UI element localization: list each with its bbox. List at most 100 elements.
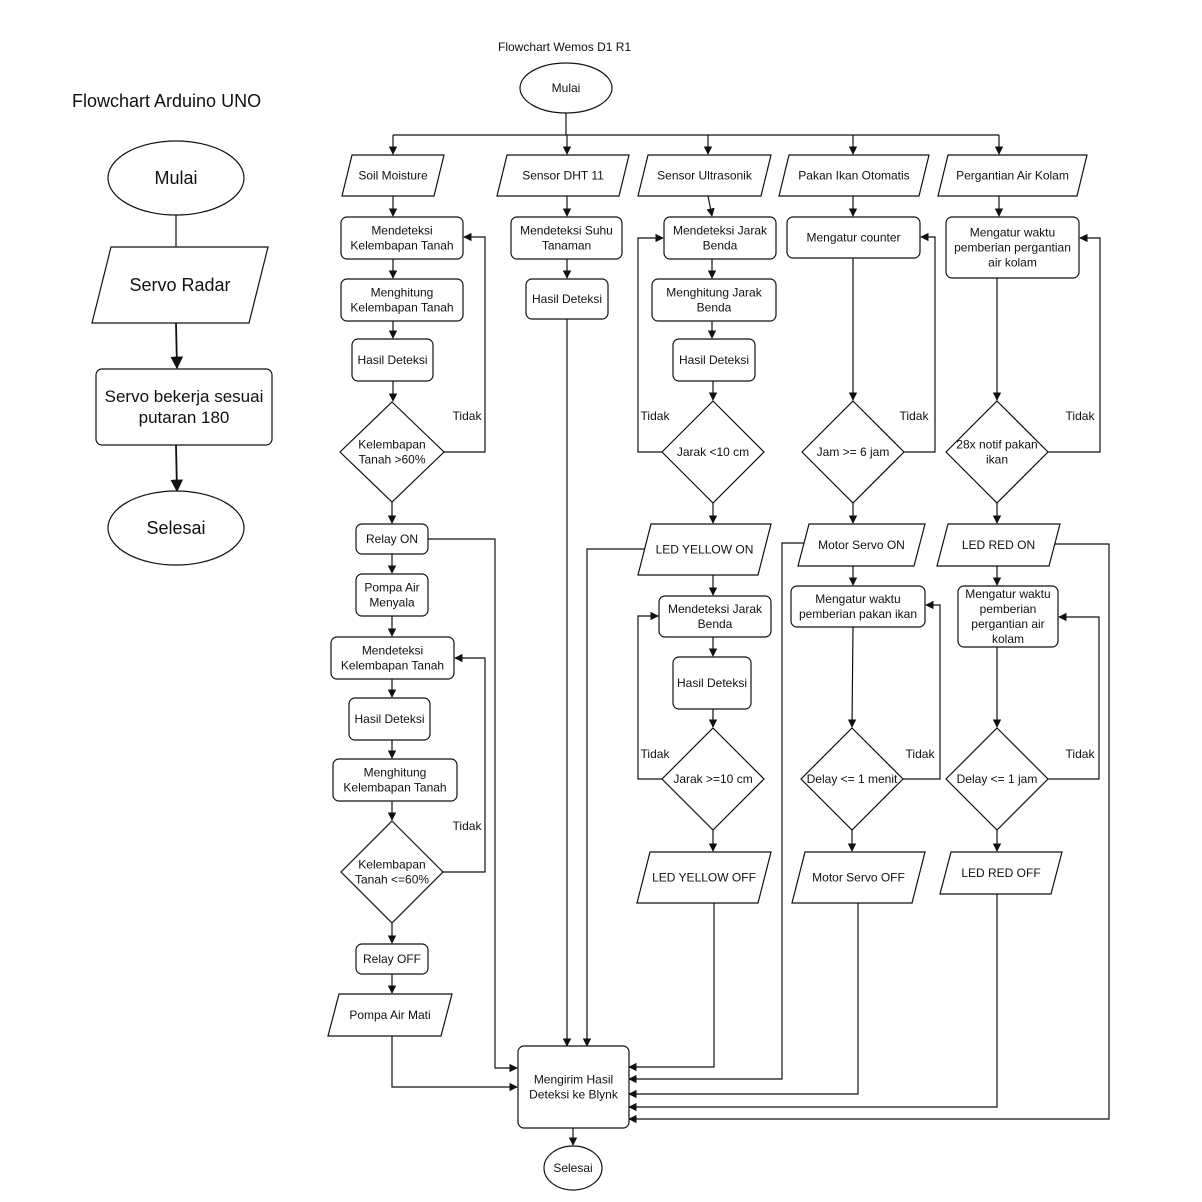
soil-detect-2-label: Kelembapan Tanah <box>341 659 444 673</box>
ultra-decision-1-label: Jarak <10 cm <box>677 445 749 459</box>
feeder-servo-off: Motor Servo OFF <box>791 851 926 904</box>
soil-decision-2-label: Tanah <=60% <box>355 873 429 887</box>
soil-moisture-input: Soil Moisture <box>341 154 445 197</box>
soil-moisture-input-label: Soil Moisture <box>358 169 428 183</box>
uno-servo-radar-io: Servo Radar <box>91 246 269 324</box>
water-decision-2: Delay <= 1 jam <box>945 727 1049 831</box>
soil-result-1-label: Hasil Deteksi <box>357 353 427 367</box>
feeder-counter-label: Mengatur counter <box>806 231 900 245</box>
connector-line <box>428 538 518 1073</box>
ultra-led-yellow-on: LED YELLOW ON <box>637 523 772 576</box>
uno-start-terminal: Mulai <box>107 140 245 216</box>
soil-no-label-1: Tidak <box>453 409 483 423</box>
connector-line <box>628 543 1110 1124</box>
uno-servo-work-process-label: putaran 180 <box>139 408 230 427</box>
soil-decision-1-label: Kelembapan <box>358 438 425 452</box>
connector-line <box>637 233 664 453</box>
connector-line <box>904 232 936 453</box>
ultra-led-yellow-off: LED YELLOW OFF <box>636 851 772 904</box>
dht-result: Hasil Deteksi <box>525 278 609 320</box>
connector-line <box>628 542 809 1084</box>
water-no-label-1: Tidak <box>1066 409 1096 423</box>
feeder-set-time-label: Mengatur waktu <box>815 592 900 606</box>
water-no-label-2: Tidak <box>1066 747 1096 761</box>
uno-start-terminal-label: Mulai <box>154 168 197 188</box>
connector-line <box>391 1036 518 1092</box>
ultra-detect-1-label: Mendeteksi Jarak <box>673 224 768 238</box>
feeder-counter: Mengatur counter <box>786 216 921 259</box>
feeder-servo-off-label: Motor Servo OFF <box>812 871 905 885</box>
connector-line <box>847 626 857 728</box>
connector-line <box>444 232 486 453</box>
soil-pump-on-label: Pompa Air <box>364 581 419 595</box>
connector-line <box>443 653 486 873</box>
water-decision-1-label: 28x notif pakan <box>956 438 1037 452</box>
soil-detect-1-label: Mendeteksi <box>371 224 432 238</box>
soil-no-label-2: Tidak <box>453 819 483 833</box>
water-set-time-1-label: air kolam <box>988 256 1037 270</box>
fish-feeder-input-label: Pakan Ikan Otomatis <box>798 169 909 183</box>
uno-end-terminal: Selesai <box>107 490 245 566</box>
soil-relay-on-label: Relay ON <box>366 532 418 546</box>
soil-calc-1-label: Menghitung <box>371 286 434 300</box>
ultra-calc-1-label: Menghitung Jarak <box>666 286 762 300</box>
dht-detect-label: Tanaman <box>542 239 591 253</box>
feeder-servo-on-label: Motor Servo ON <box>818 538 905 552</box>
water-change-input: Pergantian Air Kolam <box>937 154 1088 197</box>
ultra-detect-2-label: Mendeteksi Jarak <box>668 602 763 616</box>
soil-pump-off-output-label: Pompa Air Mati <box>349 1008 430 1022</box>
dht-result-label: Hasil Deteksi <box>532 292 602 306</box>
connector-line <box>706 195 715 217</box>
send-to-blynk-label: Mengirim Hasil <box>534 1073 613 1087</box>
ultra-detect-1-label: Benda <box>703 239 738 253</box>
water-set-time-2-label: kolam <box>992 632 1024 646</box>
wemos-end-terminal: Selesai <box>543 1145 603 1191</box>
ultra-no-label-2: Tidak <box>641 747 671 761</box>
soil-calc-2-label: Menghitung <box>364 766 427 780</box>
connector-line <box>1048 612 1100 780</box>
water-led-red-on: LED RED ON <box>936 523 1061 567</box>
water-set-time-1-label: pemberian pergantian <box>954 241 1071 255</box>
soil-pump-off-output: Pompa Air Mati <box>327 993 453 1037</box>
feeder-decision-1: Jam >= 6 jam <box>801 400 905 504</box>
ultra-led-yellow-off-label: LED YELLOW OFF <box>652 871 756 885</box>
water-decision-2-label: Delay <= 1 jam <box>957 772 1038 786</box>
connector-line <box>903 600 941 780</box>
dht-sensor-input: Sensor DHT 11 <box>496 154 630 197</box>
ultra-result-1: Hasil Deteksi <box>672 338 756 382</box>
ultra-led-yellow-on-label: LED YELLOW ON <box>656 543 754 557</box>
dht-sensor-input-label: Sensor DHT 11 <box>522 169 604 183</box>
wemos-start-terminal-label: Mulai <box>552 81 581 95</box>
water-set-time-1-label: Mengatur waktu <box>970 226 1055 240</box>
soil-result-2-label: Hasil Deteksi <box>354 712 424 726</box>
ultrasonic-sensor-input: Sensor Ultrasonik <box>637 154 772 197</box>
connector-line <box>582 548 652 1047</box>
ultra-result-1-label: Hasil Deteksi <box>679 353 749 367</box>
connector-line <box>170 322 184 370</box>
ultrasonic-sensor-input-label: Sensor Ultrasonik <box>657 169 753 183</box>
connector-line <box>628 903 715 1072</box>
arduino-uno-flowchart-title: Flowchart Arduino UNO <box>72 91 262 111</box>
ultra-calc-1-label: Benda <box>697 301 732 315</box>
wemos-flowchart-title: Flowchart Wemos D1 R1 <box>498 40 632 54</box>
wemos-end-terminal-label: Selesai <box>553 1161 592 1175</box>
water-set-time-2-label: Mengatur waktu <box>965 587 1050 601</box>
fish-feeder-input: Pakan Ikan Otomatis <box>778 154 930 197</box>
soil-decision-2-label: Kelembapan <box>358 858 425 872</box>
soil-result-2: Hasil Deteksi <box>348 697 431 741</box>
ultra-result-2-label: Hasil Deteksi <box>677 676 747 690</box>
